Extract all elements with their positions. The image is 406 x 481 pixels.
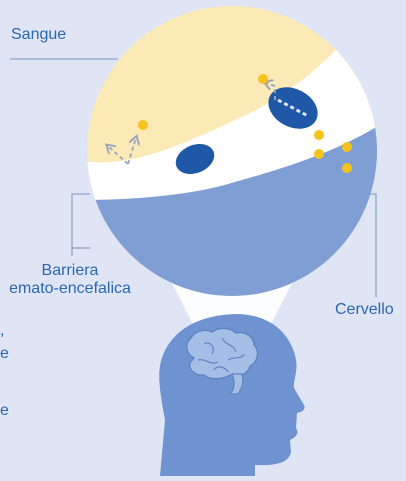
- molecule-dot: [138, 120, 148, 130]
- molecule-dot: [342, 142, 352, 152]
- brain-label: Cervello: [335, 301, 394, 319]
- barrier-label-line1: Barriera: [0, 262, 140, 280]
- molecule-dot: [258, 74, 268, 84]
- molecule-dot: [314, 149, 324, 159]
- barrier-label: Barriera emato-encefalica: [0, 262, 140, 299]
- barrier-leader-line: [72, 194, 90, 256]
- molecule-dot: [342, 163, 352, 173]
- molecule-dot: [314, 130, 324, 140]
- text-fragment: e: [0, 402, 9, 420]
- blood-label: Sangue: [11, 26, 66, 44]
- barrier-label-line2: emato-encefalica: [0, 280, 140, 298]
- text-fragment: ,: [0, 322, 4, 340]
- text-fragment: e: [0, 345, 9, 363]
